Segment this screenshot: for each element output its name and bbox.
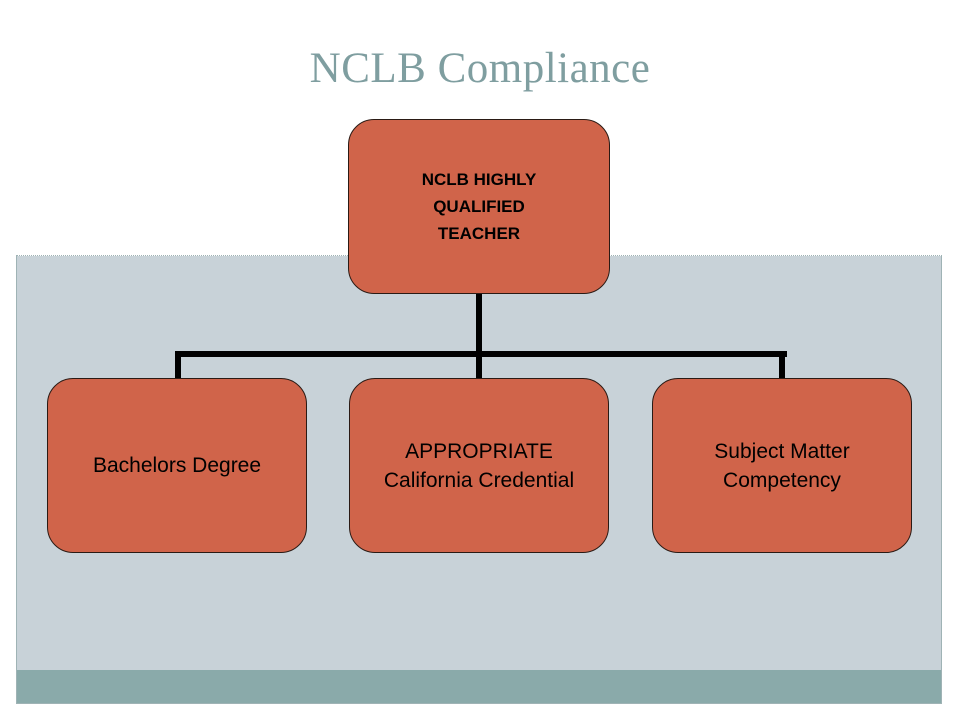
connector-root-stem <box>476 294 482 356</box>
footer-band <box>17 670 941 703</box>
child-node-california-credential: APPROPRIATE California Credential <box>349 378 609 553</box>
child-node-label: Subject Matter Competency <box>714 439 850 492</box>
child-node-label: Bachelors Degree <box>92 454 262 477</box>
child-node-label: APPROPRIATE California Credential <box>383 439 575 492</box>
slide-title: NCLB Compliance <box>309 45 651 92</box>
root-node-highly-qualified-teacher: NCLB HIGHLY QUALIFIED TEACHER <box>348 119 610 294</box>
connector-left-drop <box>175 351 181 379</box>
child-node-subject-matter-competency: Subject Matter Competency <box>652 378 912 553</box>
connector-center-drop <box>476 351 482 379</box>
child-node-bachelors-degree: Bachelors Degree <box>47 378 307 553</box>
connector-right-drop <box>779 351 785 379</box>
root-node-label: NCLB HIGHLY QUALIFIED TEACHER <box>421 170 537 243</box>
